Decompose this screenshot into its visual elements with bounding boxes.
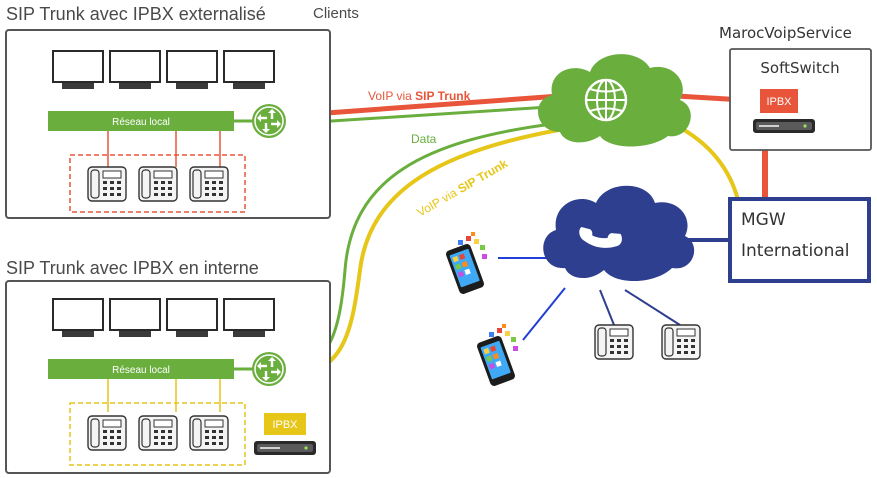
voip-link-bottom (284, 126, 571, 378)
title-external: SIP Trunk avec IPBX externalisé (6, 4, 266, 24)
server-rack-icon (254, 441, 316, 455)
globe-icon (584, 78, 628, 122)
desk-phone-icon (661, 324, 701, 360)
smartphone-icon (444, 232, 487, 296)
pstn-phone-link-1 (599, 289, 615, 326)
ipbx-label-internal: IPBX (272, 419, 298, 431)
smartphone-icon (475, 324, 518, 388)
desk-phone-icon (594, 324, 634, 360)
mgw-international-box (728, 197, 871, 283)
desk-phone-icon (138, 415, 178, 451)
provider-title: MarocVoipService (719, 24, 852, 42)
ipbx-badge-provider (760, 89, 798, 113)
mgw-label-line2: International (741, 241, 850, 261)
title-internal: SIP Trunk avec IPBX en interne (6, 258, 259, 278)
softswitch-label: SoftSwitch (760, 59, 839, 77)
local-network-label-internal: Réseau local (112, 365, 170, 376)
desk-phone-icon (87, 166, 127, 202)
data-label: Data (411, 132, 437, 146)
phones-group-external (69, 154, 246, 213)
voip-sip-label-top: VoIP via SIP Trunk (368, 89, 471, 103)
desk-phone-icon (189, 415, 229, 451)
title-clients: Clients (313, 5, 359, 22)
desk-phone-icon (87, 415, 127, 451)
router-arrows-icon (250, 350, 288, 388)
local-network-label: Réseau local (112, 117, 170, 128)
mobile-link-2 (522, 287, 566, 341)
voip-prefix: VoIP via (368, 89, 415, 103)
phones-group-internal (69, 402, 246, 466)
local-network-bar-internal (48, 359, 234, 379)
phone-handset-icon (579, 226, 622, 248)
sip-trunk-text-diagonal: SIP Trunk (455, 156, 510, 196)
pstn-cloud (543, 185, 695, 282)
internet-cloud (538, 54, 691, 147)
voip-prefix-diagonal: VoIP via (415, 184, 463, 220)
router-arrows-icon (250, 102, 288, 140)
server-rack-icon (753, 119, 815, 133)
ipbx-badge-internal (264, 413, 306, 435)
sip-trunk-text: SIP Trunk (415, 89, 470, 103)
desk-phone-icon (189, 166, 229, 202)
desk-phone-icon (138, 166, 178, 202)
data-link-top (284, 104, 566, 126)
pstn-phone-link-2 (624, 289, 681, 326)
ipbx-label-provider: IPBX (766, 96, 792, 108)
mgw-label-line1: MGW (741, 210, 786, 230)
voip-sip-label-diagonal: VoIP via SIP Trunk (415, 156, 511, 219)
local-network-bar (48, 111, 234, 131)
